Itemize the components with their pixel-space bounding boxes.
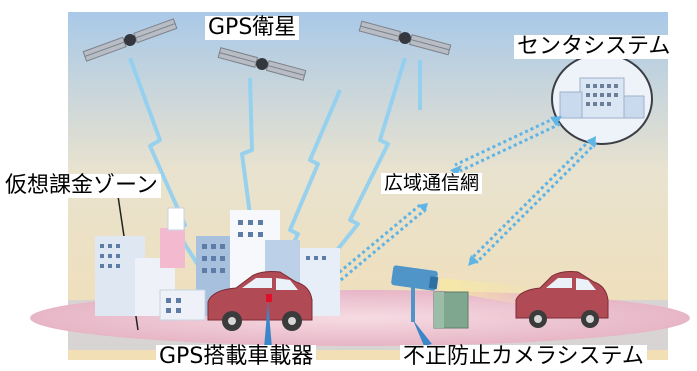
onboard-unit-label: GPS搭載車載器 (156, 345, 317, 369)
camera-system-label: 不正防止カメラシステム (400, 345, 647, 369)
car-icon (207, 271, 313, 331)
satellite-icon (358, 20, 452, 56)
gate-icon (433, 291, 469, 329)
network-label: 広域通信網 (381, 173, 483, 194)
building-windows (100, 220, 326, 313)
camera-icon (391, 265, 540, 322)
satellite-label: GPS衛星 (205, 16, 300, 40)
center-system-label: センタシステム (514, 35, 674, 59)
data-center-icon (551, 53, 653, 145)
onboard-unit-pointer (264, 302, 272, 348)
car-icon (515, 271, 609, 328)
virtual-zone-label: 仮想課金ゾーン (2, 174, 161, 198)
satellite-icon (217, 47, 307, 81)
camera-pointer (413, 320, 432, 346)
satellite-icon (82, 18, 178, 62)
